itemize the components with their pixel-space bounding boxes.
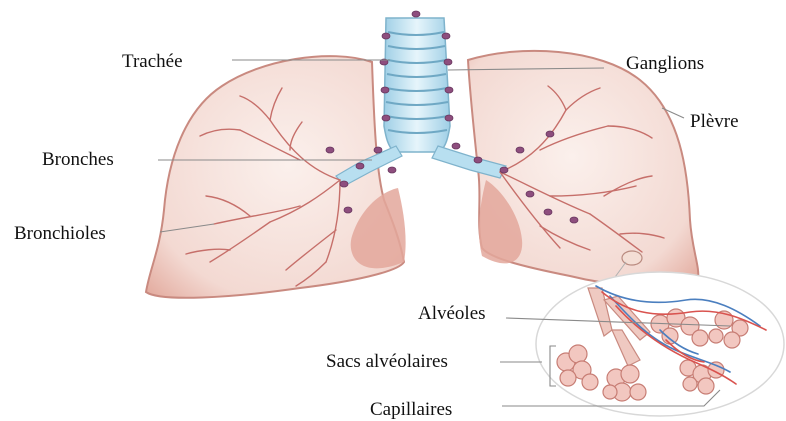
label-bronchioles: Bronchioles	[14, 224, 106, 243]
label-trachee: Trachée	[122, 52, 183, 71]
label-bronches: Bronches	[42, 150, 114, 169]
label-plevre: Plèvre	[690, 112, 739, 131]
label-sacs-alveolaires: Sacs alvéolaires	[326, 352, 448, 371]
label-capillaires: Capillaires	[370, 400, 452, 419]
label-ganglions: Ganglions	[626, 54, 704, 73]
label-alveoles: Alvéoles	[418, 304, 486, 323]
